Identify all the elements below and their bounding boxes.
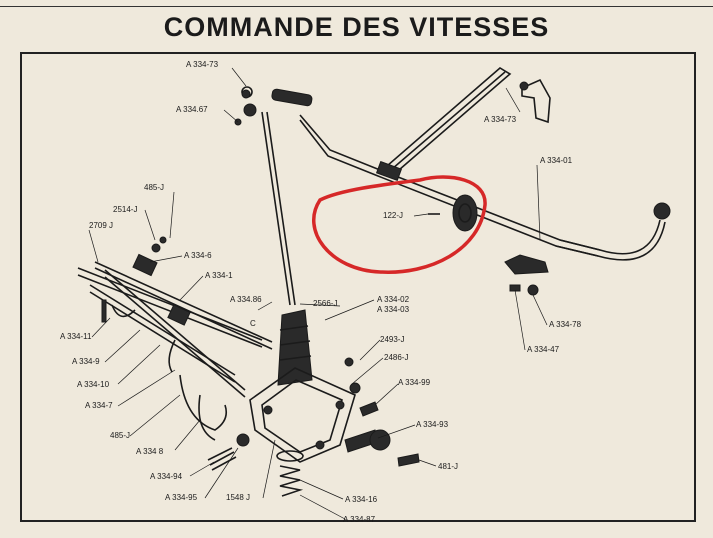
label-2709: 2709 J [89,221,113,230]
detent-spring [207,447,237,471]
label-1548: 1548 J [226,493,250,502]
label-a334-01: A 334-01 [540,156,573,165]
label-a334-7: A 334-7 [85,401,113,410]
label-a334-73-b: A 334-73 [484,115,517,124]
pivot-assembly [428,194,478,232]
gear-lever-rod [261,111,313,386]
gearbox-cover [249,367,356,463]
highlight-circle [312,175,487,274]
leader-lines [88,67,548,520]
diagram-frame [20,52,696,522]
shift-forks [111,304,228,441]
label-485-b: 485-J [110,431,130,440]
steering-column [299,67,671,261]
page-title: COMMANDE DES VITESSES [163,12,550,42]
small-parts-right [151,89,549,467]
label-a334-02: A 334-02 [377,295,410,304]
mounting-bracket [519,78,551,124]
label-a334-9: A 334-9 [72,357,100,366]
shift-rails [77,253,273,398]
top-border-line [0,0,713,7]
label-a334-67: A 334.67 [176,105,208,114]
label-485: 485-J [144,183,164,192]
spring [276,450,304,497]
label-a334-95: A 334-95 [165,493,198,502]
label-481: 481-J [438,462,458,471]
label-a334-1: A 334-1 [205,271,233,280]
label-a334-73: A 334-73 [186,60,219,69]
part-labels: A 334-73 A 334.67 A 334-73 A 334-01 485-… [60,60,582,524]
label-a334-10: A 334-10 [77,380,110,389]
label-c: C [250,319,256,328]
label-a334-78: A 334-78 [549,320,582,329]
label-a334-86: A 334.86 [230,295,262,304]
label-2493: 2493-J [380,335,404,344]
selector-lever [241,86,313,117]
label-a334-87: A 334-87 [343,515,376,524]
label-a334-8: A 334 8 [136,447,164,456]
pin [101,299,107,323]
gear-knob-icon [653,202,671,220]
label-122: 122-J [383,211,403,220]
label-a334-99: A 334-99 [398,378,431,387]
label-2486: 2486-J [384,353,408,362]
label-a334-03: A 334-03 [377,305,410,314]
label-a334-94: A 334-94 [150,472,183,481]
label-a334-11: A 334-11 [60,332,92,341]
label-2514: 2514-J [113,205,137,214]
label-a334-6: A 334-6 [184,251,212,260]
label-a334-16: A 334-16 [345,495,378,504]
label-2566: 2566-J [313,299,337,308]
label-a334-93: A 334-93 [416,420,449,429]
label-a334-47: A 334-47 [527,345,560,354]
